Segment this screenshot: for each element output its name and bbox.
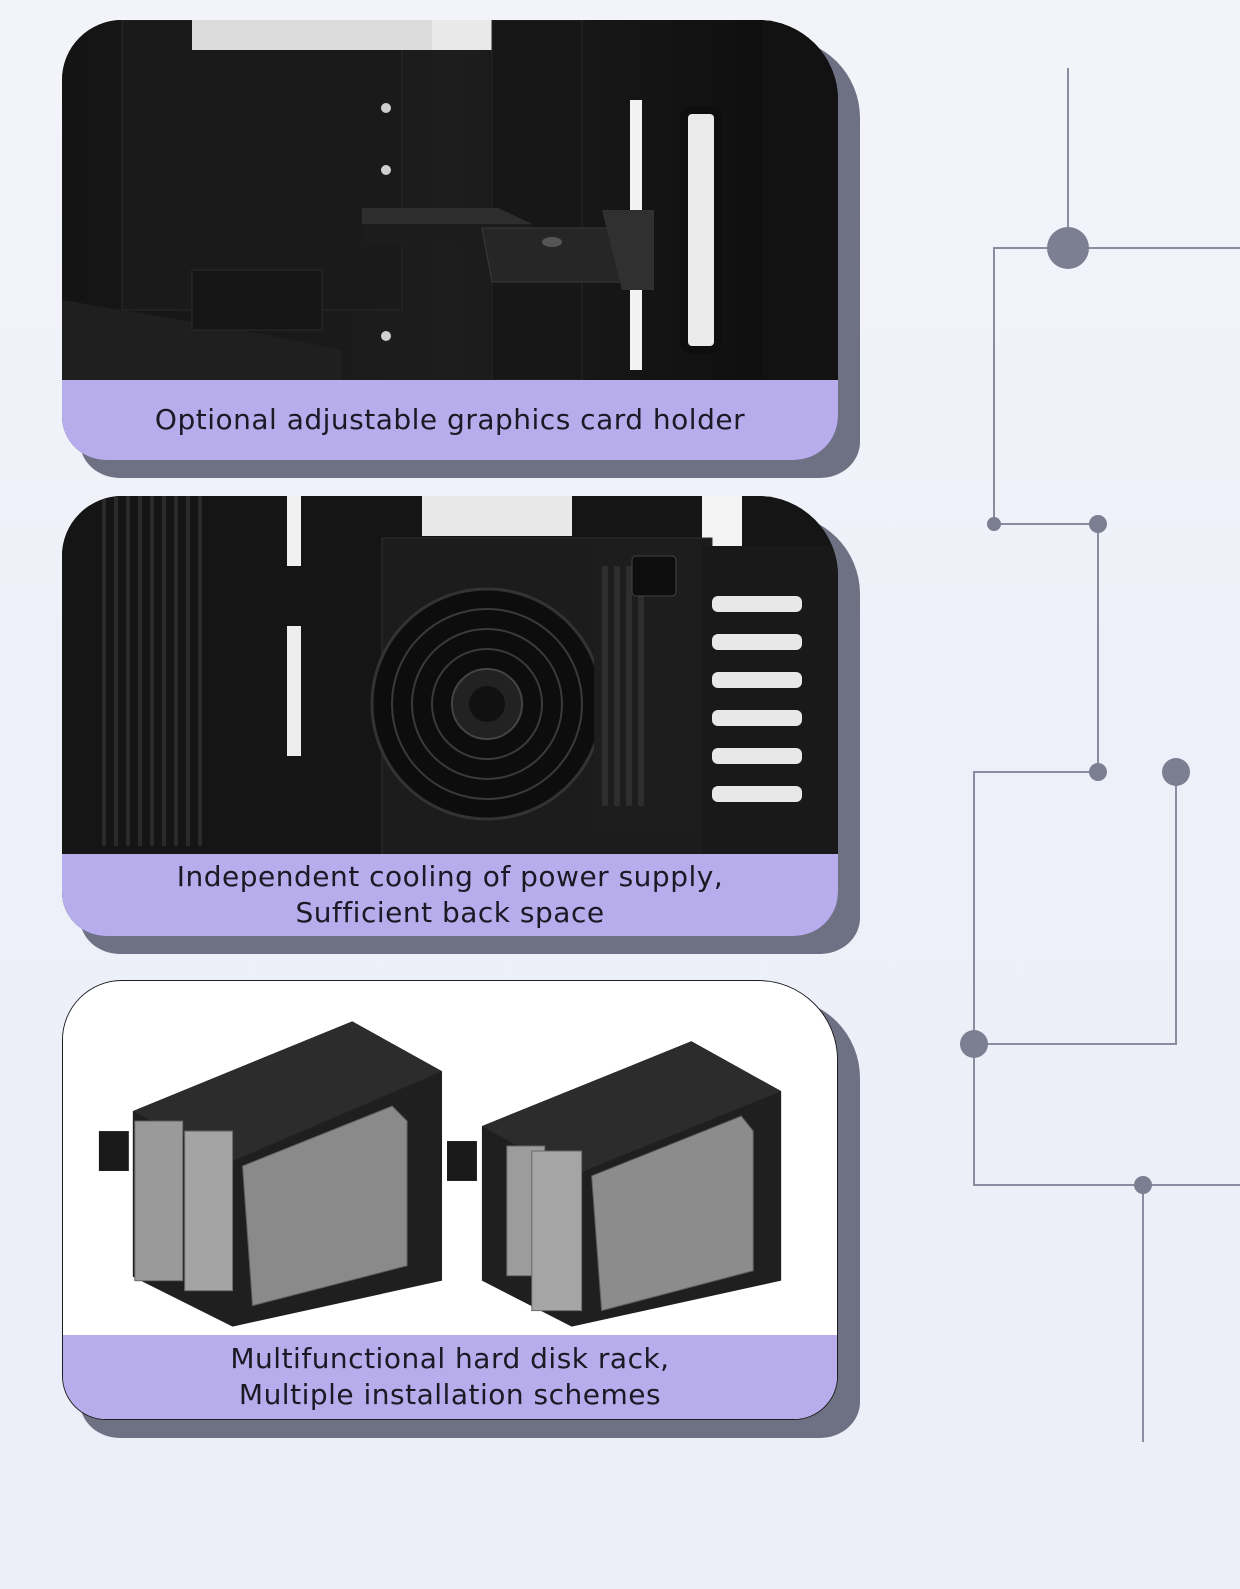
hdd-rack-photo [63,981,837,1337]
caption-line: Multiple installation schemes [238,1378,662,1411]
circuit-node [987,517,1001,531]
card-body: Independent cooling of power supply, Suf… [62,496,838,936]
caption-line: Sufficient back space [295,896,605,929]
hdd-rack-left-icon [98,1021,443,1327]
circuit-node [1047,227,1089,269]
feature-caption: Multifunctional hard disk rack, Multiple… [63,1335,837,1419]
caption-line: Multifunctional hard disk rack, [230,1342,670,1375]
circuit-node [1089,763,1107,781]
psu-cooling-photo [62,496,838,856]
feature-caption: Optional adjustable graphics card holder [62,380,838,460]
feature-caption: Independent cooling of power supply, Suf… [62,854,838,936]
circuit-node [960,1030,988,1058]
feature-card-hdd-rack: Multifunctional hard disk rack, Multiple… [62,980,860,1438]
feature-card-psu-cooling: Independent cooling of power supply, Suf… [62,496,860,954]
caption-line: Independent cooling of power supply, [176,860,724,893]
gpu-holder-photo [62,20,838,380]
feature-card-gpu-holder: Optional adjustable graphics card holder [62,20,860,478]
fan-icon [370,587,604,821]
circuit-node [1089,515,1107,533]
caption-line: Optional adjustable graphics card holder [154,403,746,436]
card-body: Optional adjustable graphics card holder [62,20,838,460]
circuit-node [1134,1176,1152,1194]
card-body: Multifunctional hard disk rack, Multiple… [62,980,838,1420]
circuit-node [1162,758,1190,786]
hdd-rack-right-icon [447,1041,782,1327]
